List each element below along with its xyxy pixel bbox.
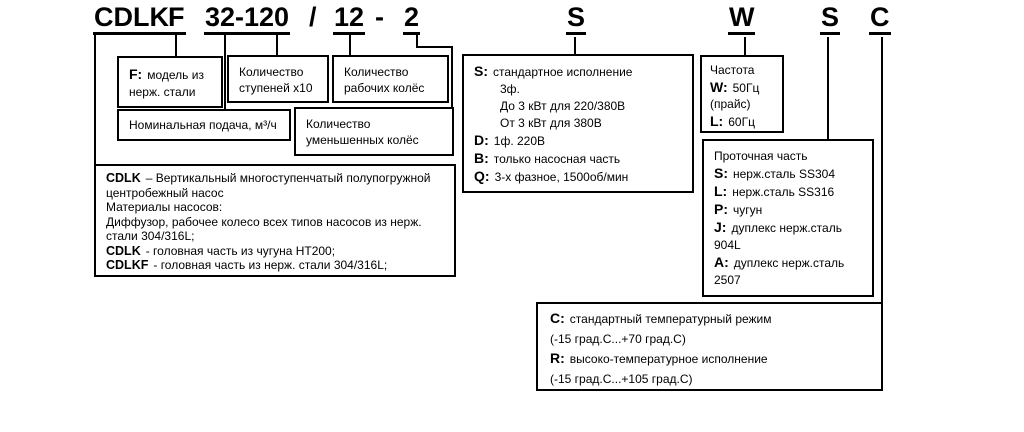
option-row: (прайс) bbox=[710, 97, 751, 111]
option-row: S:нерж.сталь SS304 bbox=[714, 165, 835, 181]
temperature-box: C:стандартный температурный режим (-15 г… bbox=[536, 302, 883, 391]
option-key: L: bbox=[710, 112, 724, 129]
callout-nominal-flow: Номинальная подача, м³/ч bbox=[117, 109, 291, 141]
connector-line bbox=[349, 35, 351, 56]
description-line: CDLKF- головная часть из нерж. стали 304… bbox=[106, 258, 388, 272]
description-line: Материалы насосов: bbox=[106, 200, 223, 214]
option-row: B:только насосная часть bbox=[474, 150, 621, 166]
code-flow-part: S bbox=[820, 3, 841, 35]
option-row: Q:3-х фазное, 1500об/мин bbox=[474, 168, 629, 184]
option-row: W:50Гц bbox=[710, 78, 760, 95]
callout-text: F:модель из нерж. стали bbox=[129, 66, 204, 99]
callout-text: Количество ступеней х10 bbox=[239, 65, 313, 95]
code-phase: S bbox=[566, 3, 587, 35]
option-row: 3ф. bbox=[500, 82, 520, 96]
option-row: J:дуплекс нерж.сталь 904L bbox=[714, 219, 842, 252]
code-temperature: C bbox=[869, 3, 891, 35]
option-key: R: bbox=[550, 350, 565, 366]
option-key: A: bbox=[714, 254, 729, 270]
frequency-box: Частота W:50Гц (прайс) L:60Гц bbox=[700, 55, 784, 133]
description-line: CDLK- головная часть из чугуна НТ200; bbox=[106, 243, 336, 258]
callout-text: Количество рабочих колёс bbox=[344, 65, 425, 95]
flow-part-box: Проточная часть S:нерж.сталь SS304 L:нер… bbox=[702, 139, 874, 297]
option-row: S:стандартное исполнение bbox=[474, 63, 633, 79]
description-box: CDLK– Вертикальный многоступенчатый полу… bbox=[94, 164, 456, 277]
option-row: R:высоко-температурное исполнение bbox=[550, 350, 768, 366]
box-title: Проточная часть bbox=[714, 149, 808, 163]
option-row: P:чугун bbox=[714, 201, 763, 217]
callout-text: Номинальная подача, м³/ч bbox=[129, 117, 277, 132]
connector-line bbox=[175, 35, 177, 57]
box-title: Частота bbox=[710, 63, 755, 77]
connector-line bbox=[276, 35, 278, 56]
code-reduced: 2 bbox=[403, 3, 421, 35]
option-key: W: bbox=[710, 78, 728, 95]
option-key: C: bbox=[550, 310, 565, 326]
option-key: J: bbox=[714, 219, 727, 235]
model-name: CDLKF bbox=[106, 258, 149, 272]
code-stages: 12 bbox=[333, 3, 366, 35]
option-row: L:нерж.сталь SS316 bbox=[714, 183, 835, 199]
code-slash: / bbox=[309, 2, 317, 32]
option-row: D:1ф. 220В bbox=[474, 132, 546, 148]
description-line: CDLK– Вертикальный многоступенчатый полу… bbox=[106, 171, 431, 200]
option-row: C:стандартный температурный режим bbox=[550, 310, 772, 326]
connector-line bbox=[744, 37, 746, 56]
code-dash: - bbox=[375, 2, 384, 32]
connector-line bbox=[224, 35, 226, 110]
model-name: CDLK bbox=[106, 243, 141, 258]
phase-options-box: S:стандартное исполнение 3ф. До 3 кВт дл… bbox=[462, 54, 694, 193]
connector-line bbox=[416, 35, 418, 48]
option-row: От 3 кВт для 380В bbox=[500, 116, 602, 130]
code-model: CDLK bbox=[93, 3, 170, 35]
callout-impellers: Количество рабочих колёс bbox=[332, 55, 449, 103]
option-row: (-15 град.С...+70 град.С) bbox=[550, 331, 686, 346]
connector-line bbox=[827, 37, 829, 141]
code-flow: 32-120 bbox=[204, 3, 291, 35]
option-row: До 3 кВт для 220/380В bbox=[500, 99, 626, 113]
code-material-flag: F bbox=[167, 3, 186, 35]
connector-line bbox=[451, 46, 453, 109]
connector-line bbox=[94, 35, 96, 165]
callout-stages: Количество ступеней х10 bbox=[227, 55, 329, 103]
connector-line bbox=[881, 37, 883, 304]
code-frequency: W bbox=[728, 3, 756, 35]
option-key: F: bbox=[129, 66, 143, 82]
model-name: CDLK bbox=[106, 171, 141, 185]
option-key: B: bbox=[474, 150, 489, 166]
option-key: L: bbox=[714, 183, 728, 199]
option-key: P: bbox=[714, 201, 728, 217]
option-key: S: bbox=[474, 63, 488, 79]
option-key: Q: bbox=[474, 168, 490, 184]
option-row: L:60Гц bbox=[710, 112, 755, 129]
callout-reduced-impellers: Количество уменьшенных колёс bbox=[294, 107, 454, 156]
description-line: Диффузор, рабочее колесо всех типов насо… bbox=[106, 214, 422, 244]
option-key: D: bbox=[474, 132, 489, 148]
option-key: S: bbox=[714, 165, 728, 181]
option-row: (-15 град.С...+105 град.С) bbox=[550, 371, 693, 386]
option-row: A:дуплекс нерж.сталь 2507 bbox=[714, 254, 845, 287]
callout-f-model: F:модель из нерж. стали bbox=[117, 56, 223, 108]
connector-line bbox=[574, 37, 576, 55]
callout-text: Количество уменьшенных колёс bbox=[306, 117, 419, 147]
connector-line bbox=[416, 46, 453, 48]
